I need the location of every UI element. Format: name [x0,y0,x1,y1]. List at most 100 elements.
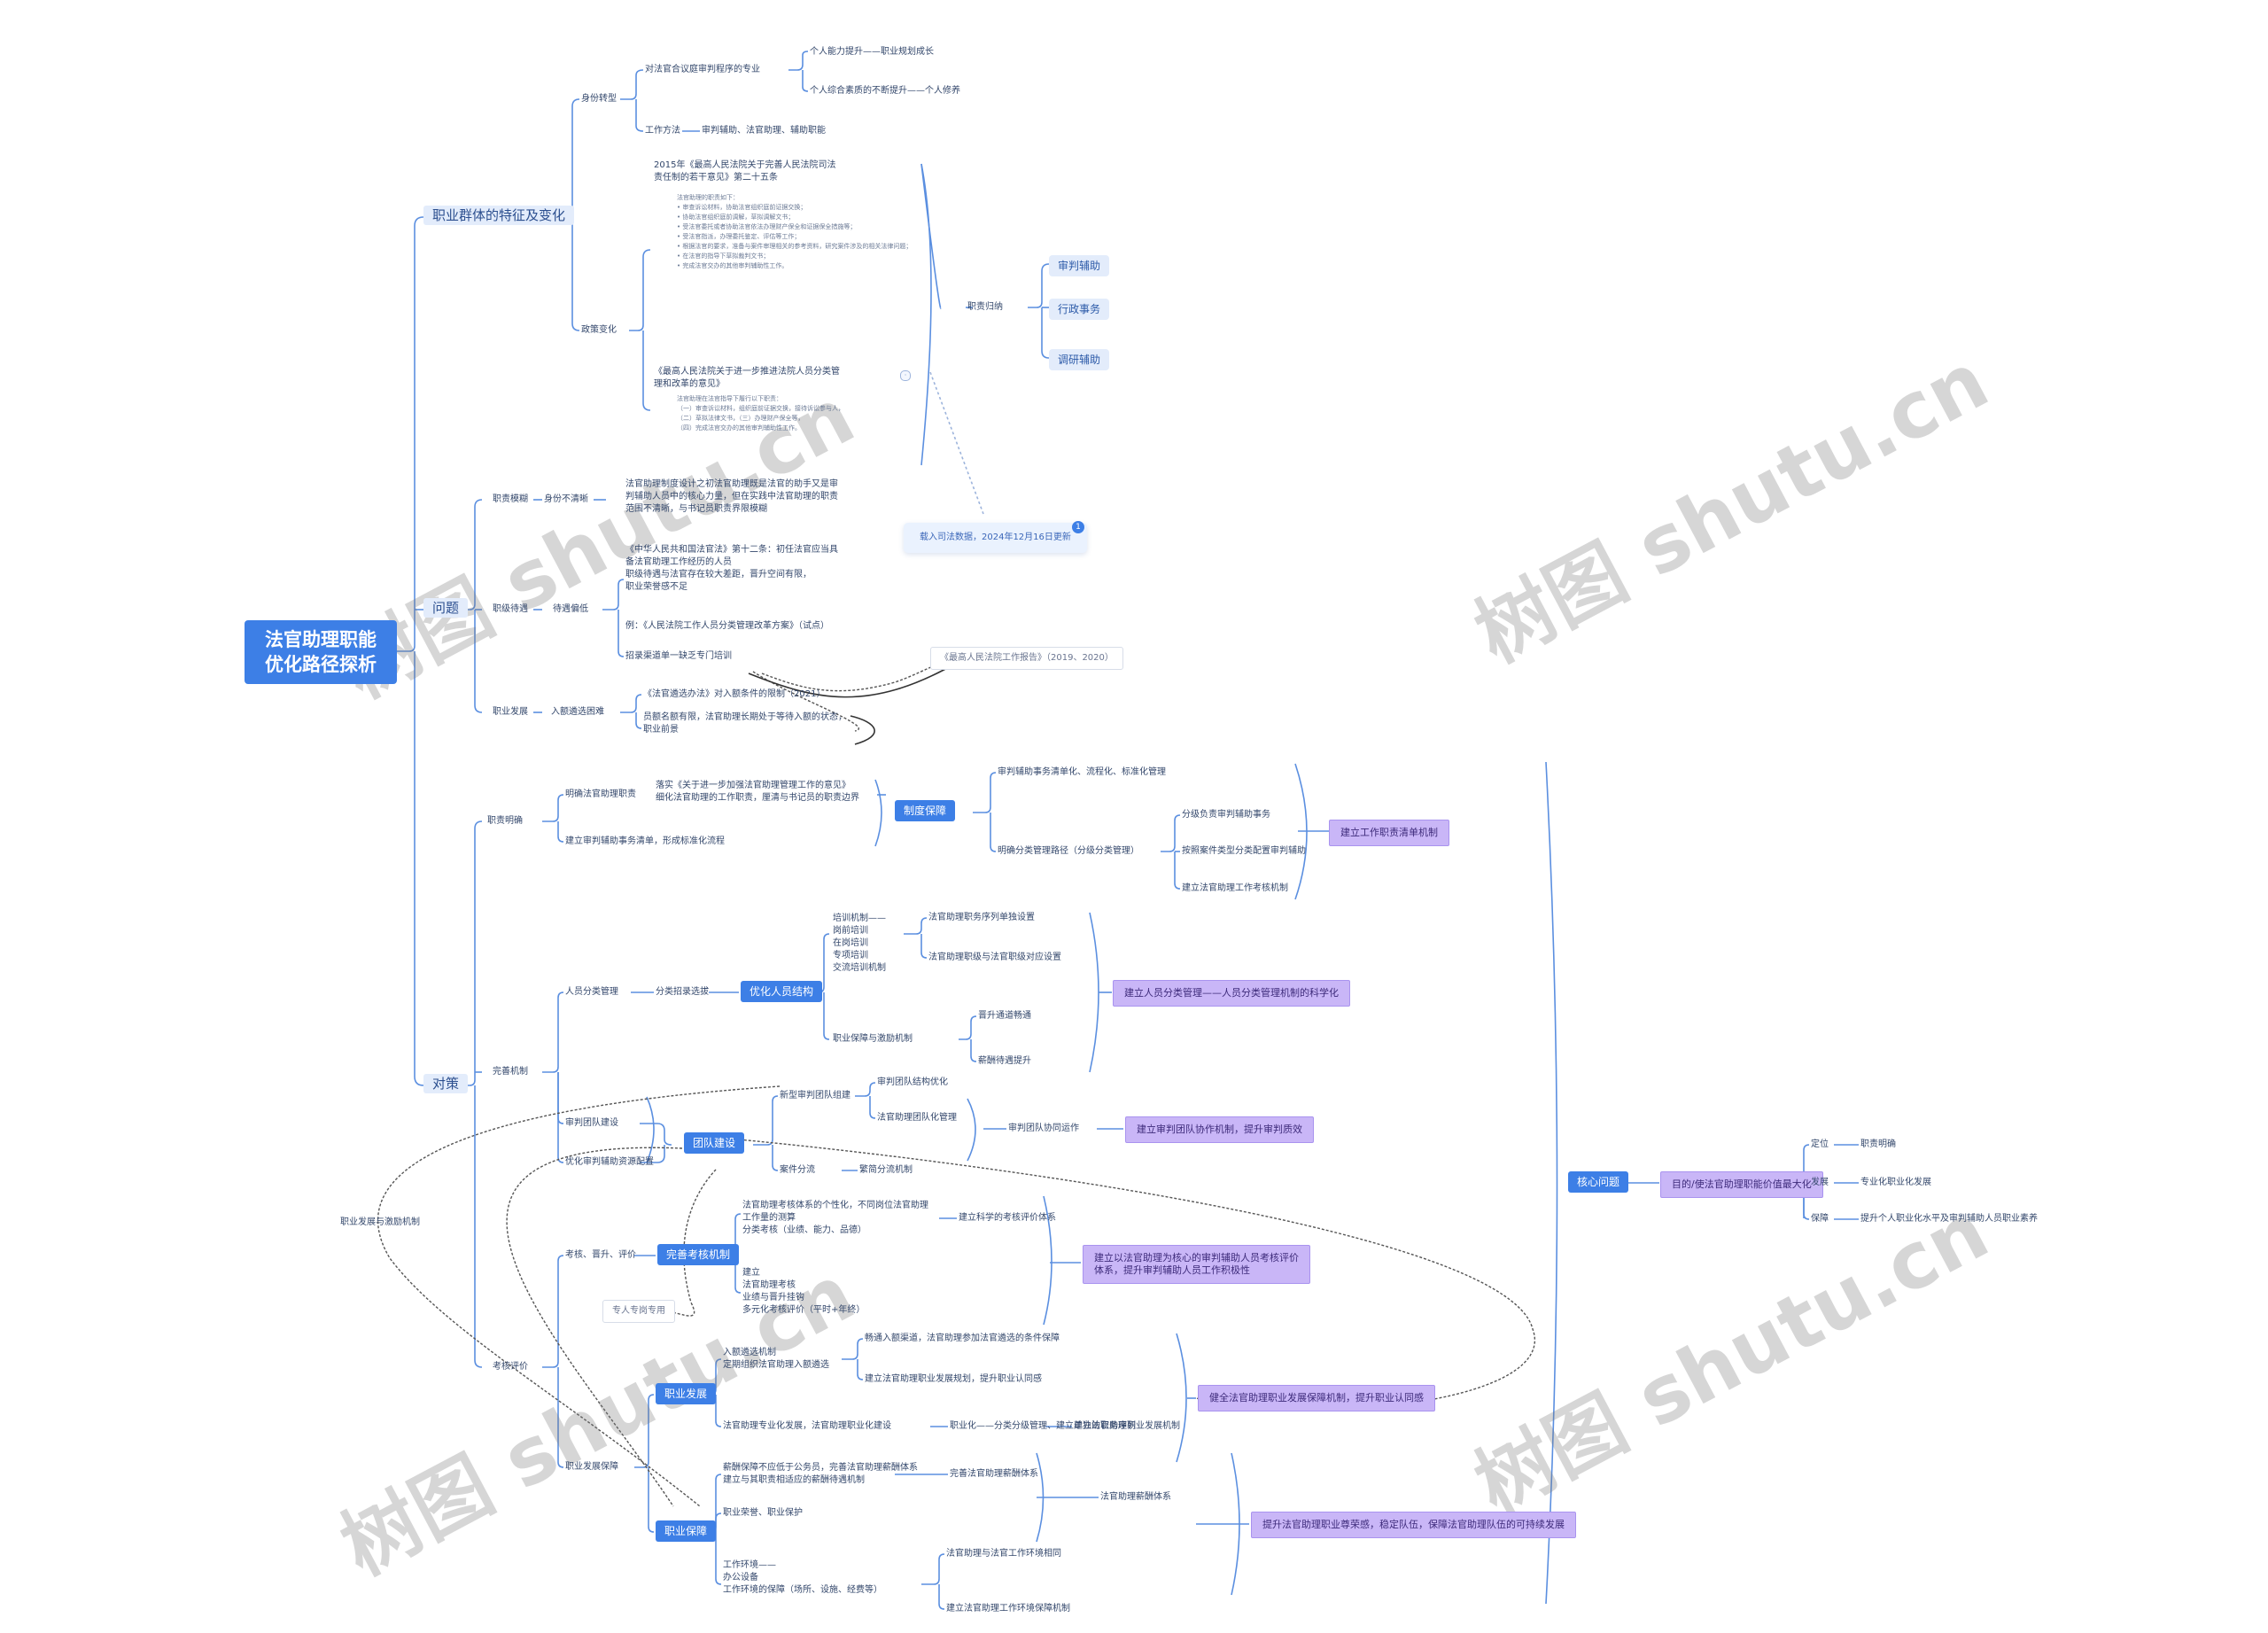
topic-c3-1-pill[interactable]: 完善考核机制 [657,1244,740,1265]
topic-c3-3c-1[interactable]: 法官助理与法官工作环境相同 [946,1549,1061,1559]
topic-r2a[interactable]: 专业化职业化发展 [1860,1178,1931,1187]
topic-q1-desc[interactable]: 法官助理制度设计之初法官助理既是法官的助手又是审 判辅助人员中的核心力量，但在实… [625,479,838,514]
topic-role-1[interactable]: 审判辅助 [1049,255,1110,276]
topic-c1[interactable]: 职责明确 [487,816,523,826]
topic-c1-r2a[interactable]: 分级负责审判辅助事务 [1182,810,1270,820]
topic-c3-2b-link[interactable]: 职业化——分类分级管理、建立单独的职务序列 [950,1421,1136,1431]
topic-q1-link[interactable]: 身份不清晰 [544,494,588,504]
topic-c2-t2[interactable]: 案件分流 [780,1165,815,1175]
topic-c1-right1[interactable]: 审判辅助事务清单化、流程化、标准化管理 [998,767,1166,777]
topic-c2a[interactable]: 人员分类管理 [565,987,618,997]
topic-c3-1-desc[interactable]: 法官助理考核体系的个性化，不同岗位法官助理 工作量的测算 分类考核（业绩、能力、… [742,1201,928,1235]
topic-c3-3-pill[interactable]: 职业保障 [656,1520,717,1542]
summary-c2a[interactable]: 建立人员分类管理——人员分类管理机制的科学化 [1113,980,1350,1007]
topic-c3-3a[interactable]: 薪酬保障不应低于公务员，完善法官助理薪酬体系 建立与其职责相适应的薪酬待遇机制 [723,1463,918,1485]
topic-c2a-2a[interactable]: 法官助理职务序列单独设置 [928,913,1035,922]
topic-policy[interactable]: 政策变化 [581,325,617,335]
topic-q3[interactable]: 职业发展 [493,707,528,717]
topic-q2-desc2[interactable]: 例：《人民法院工作人员分类管理改革方案》（试点） [625,621,829,631]
topic-c2a-2b[interactable]: 法官助理职级与法官职级对应设置 [928,953,1061,962]
topic-c3-3-right[interactable]: 法官助理薪酬体系 [1100,1492,1171,1502]
topic-q3-desc[interactable]: 《法官遴选办法》对入额条件的限制（2021） [643,689,826,699]
topic-c3-2-pill[interactable]: 职业发展 [656,1383,717,1404]
topic-r3[interactable]: 保障 [1811,1214,1829,1224]
branch-problems[interactable]: 问题 [423,598,469,618]
topic-c1-pill[interactable]: 制度保障 [895,800,956,821]
topic-c3-2b[interactable]: 法官助理专业化发展，法官助理职业化建设 [723,1421,891,1431]
topic-c2-t1b[interactable]: 法官助理团队化管理 [877,1113,957,1123]
topic-q1[interactable]: 职责模糊 [493,494,528,504]
topic-c3-1-right[interactable]: 建立科学的考核评价体系 [959,1213,1056,1223]
topic-c1-right2[interactable]: 明确分类管理路径（分级分类管理） [998,846,1139,856]
topic-q2-desc[interactable]: 《中华人民共和国法官法》第十二条：初任法官应当具 备法官助理工作经历的人员 职级… [625,545,838,592]
topic-policy-b[interactable]: 《最高人民法院关于进一步推进法院人员分类管 理和改革的意见》 [654,367,840,389]
topic-c2a-3b[interactable]: 薪酬待遇提升 [978,1056,1031,1066]
branch-goal[interactable]: 目的/使法官助理职能价值最大化 [1660,1171,1823,1198]
topic-identity-1a[interactable]: 个人能力提升——职业规划成长 [810,47,934,57]
topic-c2-right[interactable]: 审判团队协同运作 [1008,1124,1079,1133]
topic-c1-r2c[interactable]: 建立法官助理工作考核机制 [1182,883,1288,893]
topic-c3-3c-2[interactable]: 建立法官助理工作环境保障机制 [946,1604,1070,1614]
topic-r3a[interactable]: 提升个人职业化水平及审判辅助人员职业素养 [1860,1214,2038,1224]
reference-note[interactable]: 《最高人民法院工作报告》（2019、2020） [930,647,1123,670]
summary-c3-1[interactable]: 建立以法官助理为核心的审判辅助人员考核评价 体系，提升审判辅助人员工作积极性 [1083,1245,1310,1284]
summary-c1[interactable]: 建立工作职责清单机制 [1329,820,1449,846]
topic-q2-desc3[interactable]: 招录渠道单一缺乏专门培训 [625,651,732,661]
topic-c3-1[interactable]: 考核、晋升、评价 [565,1250,636,1260]
branch-solutions[interactable]: 对策 [423,1074,469,1093]
topic-identity-2[interactable]: 工作方法 [645,126,680,136]
branch-core-issue[interactable]: 核心问题 [1568,1171,1629,1193]
topic-c1-r2b[interactable]: 按照案件类型分类配置审判辅助 [1182,846,1306,856]
topic-q3-link[interactable]: 入额遴选困难 [551,707,604,717]
topic-c2a-3a[interactable]: 晋升通道畅通 [978,1011,1031,1021]
topic-q3-desc2[interactable]: 员额名额有限，法官助理长期处于等待入额的状态， 职业前景 [643,712,847,735]
notification-badge: 1 [1072,521,1084,533]
topic-c2-t2a[interactable]: 繁简分流机制 [859,1165,913,1175]
topic-role-2[interactable]: 行政事务 [1049,299,1110,320]
summary-c3-2[interactable]: 健全法官助理职业发展保障机制，提升职业认同感 [1198,1385,1435,1411]
topic-identity-1[interactable]: 对法官合议庭审判程序的专业 [645,65,760,74]
left-floating-note[interactable]: 职业发展与激励机制 [340,1217,420,1227]
topic-c3-2b-right[interactable]: 建立法官助理职业发展机制 [1074,1421,1180,1431]
topic-identity[interactable]: 身份转型 [581,94,617,104]
topic-c2a-pill[interactable]: 优化人员结构 [741,981,823,1002]
topic-c2[interactable]: 完善机制 [493,1067,528,1077]
topic-c2a-2[interactable]: 培训机制—— 岗前培训 在岗培训 专项培训 交流培训机制 [833,914,886,973]
topic-r1a[interactable]: 职责明确 [1860,1139,1896,1149]
topic-c3-3a-right[interactable]: 完善法官助理薪酬体系 [950,1469,1038,1479]
topic-q2[interactable]: 职级待遇 [493,604,528,614]
topic-c2a-1[interactable]: 分类招录选拔 [656,987,709,997]
summary-c2[interactable]: 建立审判团队协作机制，提升审判质效 [1125,1116,1314,1143]
root-topic[interactable]: 法官助理职能 优化路径探析 [245,620,397,684]
topic-r1[interactable]: 定位 [1811,1139,1829,1149]
topic-c2b[interactable]: 审判团队建设 [565,1118,618,1128]
branch-group-features[interactable]: 职业群体的特征及变化 [423,206,575,225]
topic-role-3[interactable]: 调研辅助 [1049,349,1110,370]
topic-c2-pill[interactable]: 团队建设 [684,1132,745,1154]
collapse-icon[interactable]: · [900,370,911,381]
topic-c3-2a-2[interactable]: 建立法官助理职业发展规划，提升职业认同感 [865,1374,1042,1384]
topic-c3-2a[interactable]: 入额遴选机制 定期组织法官助理入额遴选 [723,1348,829,1370]
topic-identity-2a[interactable]: 审判辅助、法官助理、辅助职能 [702,126,826,136]
topic-c3-1-desc2[interactable]: 建立 法官助理考核 业绩与晋升挂钩 多元化考核评价（平时+年终） [742,1268,866,1315]
topic-c1a-desc[interactable]: 落实《关于进一步加强法官助理管理工作的意见》 细化法官助理的工作职责，厘清与书记… [656,781,859,803]
topic-c2a-3[interactable]: 职业保障与激励机制 [833,1034,913,1044]
dashed-note[interactable]: 专人专岗专用 [602,1300,675,1323]
topic-c3-3c[interactable]: 工作环境—— 办公设备 工作环境的保障（场所、设施、经费等） [723,1560,882,1595]
topic-c1a[interactable]: 明确法官助理职责 [565,789,636,799]
topic-q2-link[interactable]: 待遇偏低 [553,604,588,614]
topic-policy-a[interactable]: 2015年《最高人民法院关于完善人民法院司法 责任制的若干意见》第二十五条 [654,160,836,183]
topic-role-summary[interactable]: 职责归纳 [967,302,1003,312]
topic-c2-t1[interactable]: 新型审判团队组建 [780,1091,850,1100]
topic-c3-3b[interactable]: 职业荣誉、职业保护 [723,1508,803,1518]
topic-c1b[interactable]: 建立审判辅助事务清单，形成标准化流程 [565,836,725,846]
topic-c2c[interactable]: 优化审判辅助资源配置 [565,1157,654,1167]
topic-c2-t1a[interactable]: 审判团队结构优化 [877,1077,948,1087]
topic-c3-2[interactable]: 职业发展保障 [565,1462,618,1472]
topic-c3-2a-1[interactable]: 畅通入额渠道，法官助理参加法官遴选的条件保障 [865,1334,1060,1343]
topic-r2[interactable]: 发展 [1811,1178,1829,1187]
topic-c3[interactable]: 考核评价 [493,1362,528,1372]
topic-identity-1b[interactable]: 个人综合素质的不断提升——个人修养 [810,86,960,96]
summary-c3-3[interactable]: 提升法官助理职业尊荣感，稳定队伍，保障法官助理队伍的可持续发展 [1251,1512,1576,1538]
